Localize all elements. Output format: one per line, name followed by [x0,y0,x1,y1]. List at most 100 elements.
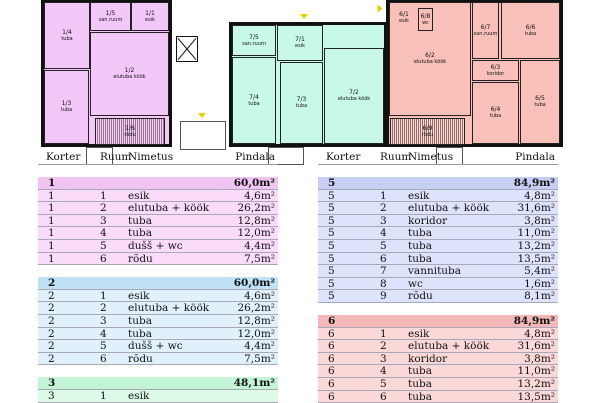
nimetus-cell: tuba [128,227,228,239]
header-ruum: Ruum [368,151,408,163]
apartment-number: 1 [38,177,88,189]
pindala-cell: 13,2m² [508,240,558,252]
entrance-marker-icon [378,5,383,13]
header-ruum: Ruum [88,151,128,163]
ruum-cell: 1 [368,328,408,340]
nimetus-cell: esik [128,290,228,302]
header-nimetus: Nimetus [128,151,228,163]
nimetus-cell: tuba [128,328,228,340]
ruum-cell: 3 [368,215,408,227]
empty-cell [368,315,408,327]
nimetus-cell: tuba [128,315,228,327]
header-korter: Korter [318,151,368,163]
korter-cell: 2 [38,353,88,365]
ruum-cell: 3 [368,353,408,365]
korter-cell: 6 [318,391,368,403]
nimetus-cell: tuba [408,378,508,390]
nimetus-cell: tuba [408,365,508,377]
pindala-cell: 31,6m² [508,340,558,352]
pindala-cell: 12,0m² [228,328,278,340]
pindala-cell: 1,6m² [508,278,558,290]
korter-cell: 1 [38,227,88,239]
pindala-cell: 4,4m² [228,340,278,352]
ruum-cell: 9 [368,290,408,302]
korter-cell: 1 [38,240,88,252]
korter-cell: 5 [318,190,368,202]
pindala-cell: 4,8m² [508,190,558,202]
pindala-cell: 8,1m² [508,290,558,302]
korter-cell: 1 [38,215,88,227]
korter-cell: 5 [318,202,368,214]
nimetus-cell: wc [408,278,508,290]
korter-cell: 2 [38,302,88,314]
pindala-cell: 4,8m² [508,328,558,340]
nimetus-cell: rõdu [128,353,228,365]
nimetus-cell: tuba [408,227,508,239]
header-korter: Korter [38,151,88,163]
korter-cell: 5 [318,227,368,239]
korter-cell: 1 [38,190,88,202]
nimetus-cell: elutuba + köök [128,202,228,214]
korter-cell: 2 [38,290,88,302]
korter-cell: 5 [318,215,368,227]
ruum-cell: 5 [368,378,408,390]
ruum-cell: 5 [88,240,128,252]
ruum-cell: 2 [368,340,408,352]
ruum-cell: 4 [88,227,128,239]
korter-cell: 5 [318,240,368,252]
ruum-cell: 6 [88,353,128,365]
header-pindala: Pindala [508,151,558,163]
apartment-number: 2 [38,277,88,289]
korter-cell: 6 [318,365,368,377]
pindala-cell: 3,8m² [508,353,558,365]
header-nimetus: Nimetus [408,151,508,163]
ruum-cell: 2 [88,202,128,214]
elevator-shaft [176,36,198,62]
korter-cell: 6 [318,340,368,352]
apartment-total-area: 48,1m² [228,377,278,389]
pindala-cell: 12,8m² [228,215,278,227]
korter-cell: 2 [38,328,88,340]
apartment-total-area: 84,9m² [508,177,558,189]
ruum-cell: 6 [368,391,408,403]
nimetus-cell: dušš + wc [128,340,228,352]
korter-cell: 6 [318,378,368,390]
ruum-cell: 8 [368,278,408,290]
pindala-cell: 31,6m² [508,202,558,214]
nimetus-cell: dušš + wc [128,240,228,252]
entrance-stair [180,121,226,150]
entrance-marker-icon [198,113,206,118]
empty-cell [408,177,508,189]
entrance-marker-icon [300,14,308,19]
empty-cell [128,377,228,389]
korter-cell: 1 [38,202,88,214]
ruum-cell: 5 [368,240,408,252]
apartment-number: 6 [318,315,368,327]
